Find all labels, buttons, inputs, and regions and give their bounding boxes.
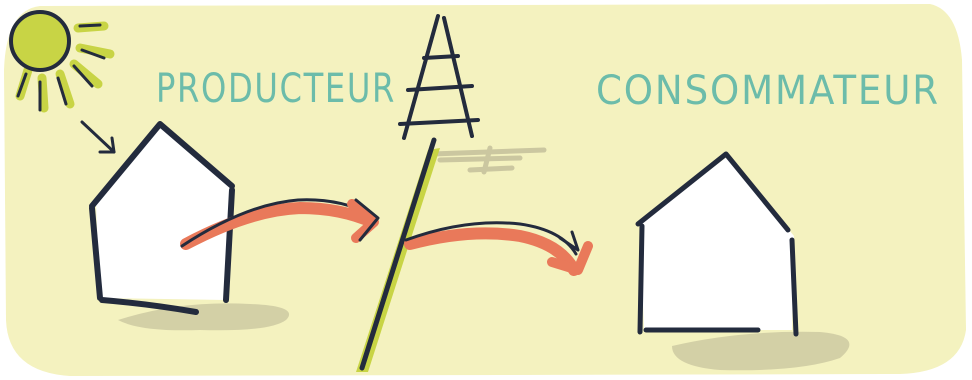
consumer-label: CONSOMMATEUR xyxy=(596,68,940,114)
producer-house-icon xyxy=(89,121,290,331)
sun-icon xyxy=(9,10,116,154)
energy-arrow-producer-to-grid xyxy=(180,198,380,250)
consumer-house-icon xyxy=(635,151,850,371)
pylon-icon xyxy=(356,14,547,372)
energy-arrow-grid-to-consumer xyxy=(404,221,593,276)
producer-label: PRODUCTEUR xyxy=(156,66,396,112)
